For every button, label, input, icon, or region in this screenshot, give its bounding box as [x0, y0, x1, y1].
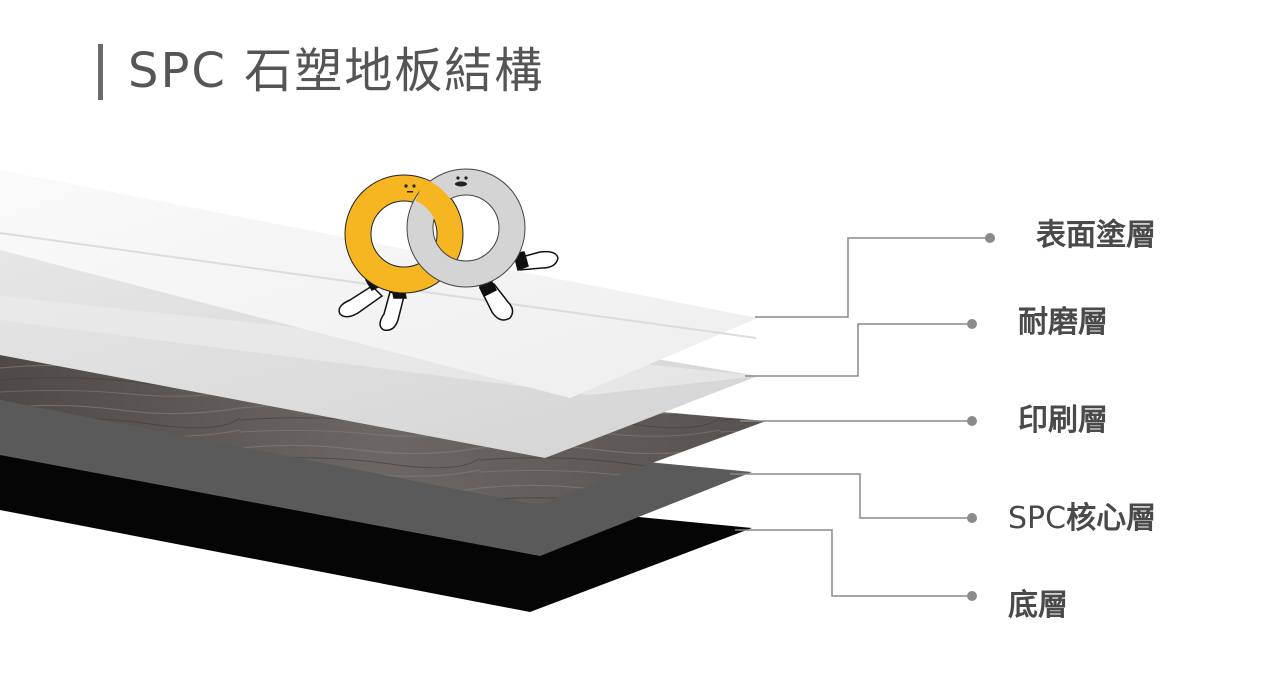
- core-layer: [0, 400, 752, 556]
- layer-label-surface: 表面塗層: [1036, 218, 1156, 253]
- leader-line-surface: [755, 237, 990, 318]
- mascot-gray-face: [455, 176, 468, 187]
- layer-label-wear: 耐磨層: [1018, 305, 1108, 340]
- layer-label-core: SPC核心層: [1008, 499, 1156, 539]
- mascot-gray-ring: [407, 169, 525, 287]
- print-layer-grain: [0, 355, 766, 505]
- page-title: SPC 石塑地板結構: [128, 43, 545, 99]
- leader-dot-wear: [967, 319, 977, 329]
- leader-line-base: [735, 529, 972, 597]
- leader-dot-core: [967, 513, 977, 523]
- mascot-yellow-face: [404, 184, 416, 193]
- leader-dot-base: [967, 591, 977, 601]
- layer-label-print: 印刷層: [1018, 403, 1108, 438]
- mascot-yellow-ring: [345, 175, 463, 293]
- leader-line-wear: [745, 323, 972, 377]
- leader-line-core: [730, 473, 972, 519]
- layer-label-base: 底層: [1008, 588, 1068, 623]
- leader-dot-print: [967, 416, 977, 426]
- mascot-rings: [338, 168, 559, 332]
- layer-label-core-prefix: SPC: [1008, 501, 1067, 536]
- base-layer: [0, 455, 752, 612]
- leader-dot-surface: [985, 233, 995, 243]
- layer-label-core-suffix: 核心層: [1066, 501, 1157, 536]
- title-accent-bar: [98, 44, 103, 100]
